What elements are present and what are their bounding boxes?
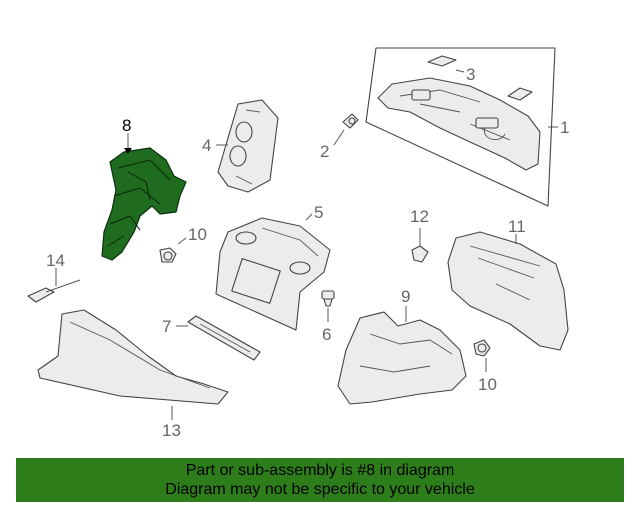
part-14-bracket[interactable] <box>27 279 81 303</box>
callout-1: 1 <box>560 118 569 137</box>
callout-4: 4 <box>202 136 211 155</box>
part-12-clip[interactable] <box>411 245 429 263</box>
part-4-side-panel[interactable] <box>217 99 279 193</box>
callout-9: 9 <box>401 287 410 306</box>
banner-line-2: Diagram may not be specific to your vehi… <box>165 481 475 498</box>
callout-5: 5 <box>314 203 323 222</box>
callout-10-lower: 10 <box>478 375 497 394</box>
part-9-wheelhouse-trim[interactable] <box>337 311 467 405</box>
callout-10-upper: 10 <box>188 225 207 244</box>
callout-2: 2 <box>320 142 329 161</box>
callout-3: 3 <box>466 65 475 84</box>
part-6-clip[interactable] <box>321 290 335 307</box>
part-5-bulkhead[interactable] <box>215 217 331 331</box>
part-10-pushpin-lower[interactable] <box>473 339 491 357</box>
callout-11: 11 <box>508 217 526 236</box>
part-2-fastener[interactable] <box>342 113 359 129</box>
part-3-clip[interactable] <box>427 55 533 101</box>
part-1-package-tray[interactable] <box>365 47 556 207</box>
banner-line-1: Part or sub-assembly is #8 in diagram <box>185 462 455 479</box>
callout-7: 7 <box>162 317 171 336</box>
callout-14: 14 <box>46 251 65 270</box>
part-13-floor-mat[interactable] <box>37 309 229 405</box>
part-11-right-trim[interactable] <box>447 231 569 351</box>
callout-12: 12 <box>410 207 429 226</box>
part-10-pushpin-upper[interactable] <box>159 247 177 263</box>
part-7-trim-strip[interactable] <box>187 315 261 361</box>
callout-6: 6 <box>322 325 331 344</box>
callout-8: 8 <box>122 116 131 135</box>
parts-diagram: 1 2 3 4 5 6 7 8 9 10 10 11 12 13 14 <box>27 47 569 440</box>
info-banner: Part or sub-assembly is #8 in diagram Di… <box>16 458 624 502</box>
callout-13: 13 <box>162 421 181 440</box>
part-8-highlighted-trim[interactable] <box>101 147 187 261</box>
